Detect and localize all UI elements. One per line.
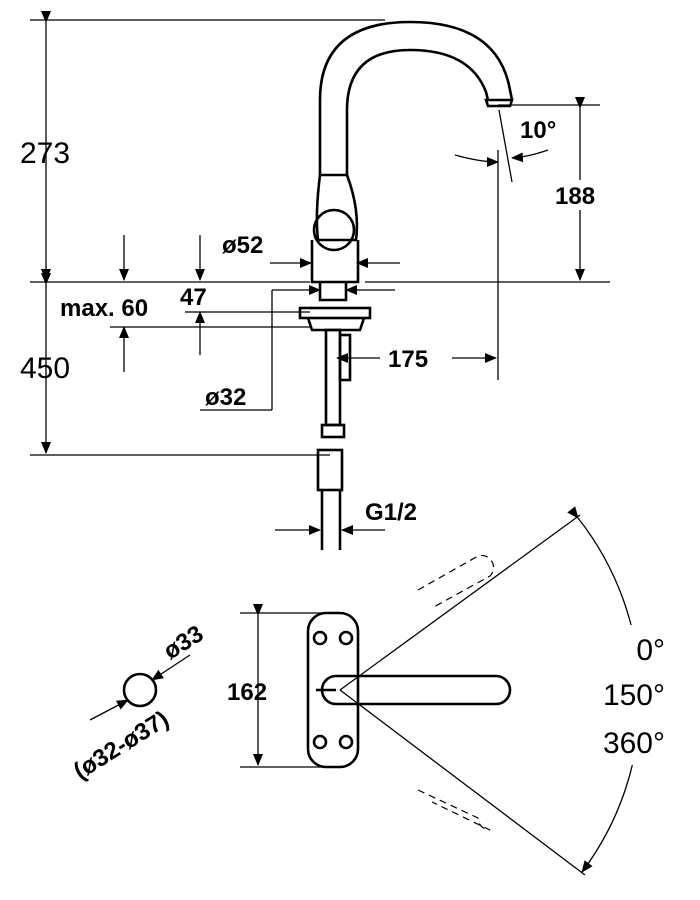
dimension-diameter-32: ø32 [205,384,246,411]
dimension-175: 175 [388,346,428,373]
base-collar [318,282,348,302]
hose-connector [320,423,346,439]
rotation-extension-upper [339,514,581,691]
mounting-hole [122,672,158,708]
spout-swivel-lower [417,789,491,831]
dimension-273: 273 [20,137,70,170]
dimension-162: 162 [227,679,267,706]
shank [324,328,342,427]
dimension-diameter-52: ø52 [222,232,263,259]
body-upper [315,173,359,242]
dimension-188-mask [555,180,610,210]
hose-nut [316,448,344,492]
plan-view: ø33 (ø32-ø37) 162 0° 150° 360° [69,506,665,876]
side-elevation: 273 450 max. 60 47 ø52 ø32 175 188 [20,11,610,550]
plan-bolt-top-right [338,630,354,646]
faucet-plan [306,611,512,769]
rotation-extension-lower [339,689,586,876]
base-plate-lower [306,317,366,332]
angle-10-degrees: 10° [520,117,556,144]
hole-diameter-range: (ø32-ø37) [69,706,174,785]
plan-spout [320,674,512,706]
angle-arc-10-right [511,149,549,163]
base-plate [298,306,372,320]
lever-pivot [312,208,356,252]
body-lower [310,240,360,284]
plan-bolt-bottom-right [338,734,354,750]
spout-outer [318,20,514,175]
hole-leader-upper [151,654,191,681]
plan-bolt-bottom-left [312,734,328,750]
spout-inner [345,48,490,175]
angle-arc-10 [454,154,499,167]
rotation-150: 150° [603,679,665,712]
spout-tip [484,98,514,108]
dimension-47: 47 [180,284,207,311]
hole-diameter-33: ø33 [159,620,208,665]
rotation-0: 0° [636,634,665,667]
thread-g-half: G1/2 [365,499,417,526]
plan-bolt-top-left [312,630,328,646]
faucet-side-view [298,20,514,550]
dimension-188: 188 [555,183,595,210]
spout-angle-line [498,109,513,183]
dimension-max-60: max. 60 [60,295,148,322]
spout-swivel-upper [417,554,495,609]
dimension-450: 450 [20,352,70,385]
hole-leader-lower [89,699,129,721]
plan-body [306,611,360,769]
mounting-rod [338,333,352,382]
rotation-label-mask [585,625,665,765]
rotation-360: 360° [603,727,665,760]
